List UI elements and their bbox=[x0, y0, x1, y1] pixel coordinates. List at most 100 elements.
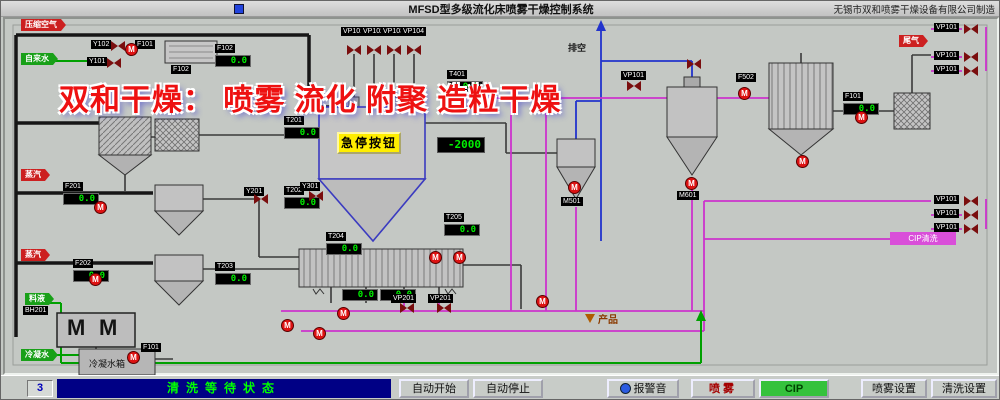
condensate-tank-label: 冷凝水箱 bbox=[89, 359, 126, 369]
pump-icon[interactable]: M bbox=[568, 181, 581, 194]
clean-settings-button[interactable]: 清洗设置 bbox=[931, 379, 997, 398]
pump-icon[interactable]: M bbox=[855, 111, 868, 124]
vent-label: 排空 bbox=[568, 43, 587, 53]
valve-icon[interactable] bbox=[309, 191, 323, 201]
tag-label: T202 bbox=[284, 186, 304, 195]
cip-button[interactable]: CIP bbox=[759, 379, 829, 398]
valve-icon[interactable] bbox=[407, 45, 421, 55]
value-display-F102: F102 0.0 bbox=[215, 37, 251, 67]
value-display: 0.0 bbox=[342, 289, 378, 301]
pump-icon[interactable]: M bbox=[536, 295, 549, 308]
tag-label-VP101: VP101 bbox=[934, 51, 960, 60]
auto-start-button[interactable]: 自动开始 bbox=[399, 379, 469, 398]
manufacturer-label: 无锡市双和喷雾干燥设备有限公司制造 bbox=[833, 4, 995, 16]
tag-label-Y201: Y201 bbox=[244, 187, 265, 196]
tag-label-VP101: VP101 bbox=[934, 195, 960, 204]
valve-icon[interactable] bbox=[964, 66, 978, 76]
value-readout: 0.0 bbox=[284, 127, 320, 139]
titlebar: MFSD型多级流化床喷雾干燥控制系统 无锡市双和喷雾干燥设备有限公司制造 bbox=[1, 1, 999, 17]
pump-icon[interactable]: M bbox=[685, 177, 698, 190]
valve-icon[interactable] bbox=[367, 45, 381, 55]
valve-icon[interactable] bbox=[437, 303, 451, 313]
pump-icon[interactable]: M bbox=[313, 327, 326, 340]
pump-icon[interactable]: M bbox=[94, 201, 107, 214]
tag-label-VP102: VP102 bbox=[361, 27, 387, 36]
flow-arrow-icon bbox=[45, 249, 50, 261]
tag-label-VP103: VP103 bbox=[381, 27, 407, 36]
tag-label-VP201: VP201 bbox=[391, 294, 417, 303]
tag-label-VP101: VP101 bbox=[621, 71, 647, 80]
tag-label-F101: F101 bbox=[135, 40, 155, 49]
value-display-T201: T201 0.0 bbox=[284, 109, 320, 139]
spray-settings-button[interactable]: 喷雾设置 bbox=[861, 379, 927, 398]
pump-icon[interactable]: M bbox=[337, 307, 350, 320]
spray-button[interactable]: 喷雾 bbox=[691, 379, 755, 398]
flow-arrow-icon bbox=[45, 169, 50, 181]
status-bar: 清洗等待状态 bbox=[57, 379, 391, 398]
tag-label: F202 bbox=[73, 259, 93, 268]
pump-icon[interactable]: M bbox=[127, 351, 140, 364]
window-title: MFSD型多级流化床喷雾干燥控制系统 bbox=[408, 3, 594, 16]
value-readout: 0.0 bbox=[63, 193, 99, 205]
process-diagram-graphics bbox=[12, 20, 988, 375]
auto-stop-button[interactable]: 自动停止 bbox=[473, 379, 543, 398]
valve-icon[interactable] bbox=[964, 24, 978, 34]
pump-icon[interactable]: M bbox=[89, 273, 102, 286]
flow-arrow-icon bbox=[61, 19, 66, 31]
valve-icon[interactable] bbox=[687, 59, 701, 69]
valve-icon[interactable] bbox=[347, 45, 361, 55]
valve-icon[interactable] bbox=[964, 224, 978, 234]
flow-tag-尾气: 尾气 bbox=[899, 35, 928, 47]
flow-arrow-icon bbox=[53, 349, 58, 361]
tag-label: F101 bbox=[843, 92, 863, 101]
pump-icon[interactable]: M bbox=[429, 251, 442, 264]
tag-label: F102 bbox=[215, 44, 235, 53]
value-readout: 0.0 bbox=[215, 55, 251, 67]
valve-icon[interactable] bbox=[254, 194, 268, 204]
pump-icon[interactable]: M bbox=[453, 251, 466, 264]
pump-icon[interactable]: M bbox=[738, 87, 751, 100]
pump-icon[interactable]: M bbox=[125, 43, 138, 56]
alarm-label: 报警音 bbox=[633, 382, 667, 395]
tag-label-Y102: Y102 bbox=[91, 40, 112, 49]
page-indicator[interactable]: 3 bbox=[27, 380, 53, 397]
tag-label-M501: M501 bbox=[561, 197, 583, 206]
tag-label-F502: F502 bbox=[736, 73, 756, 82]
tag-label: T205 bbox=[444, 213, 464, 222]
tag-label: T201 bbox=[284, 116, 304, 125]
heater-box bbox=[154, 118, 200, 152]
valve-icon[interactable] bbox=[400, 303, 414, 313]
valve-icon[interactable] bbox=[964, 196, 978, 206]
emergency-stop-button[interactable]: 急停按钮 bbox=[337, 132, 401, 154]
pump-icon[interactable]: M bbox=[796, 155, 809, 168]
hopper bbox=[666, 76, 718, 176]
valve-icon[interactable] bbox=[111, 41, 125, 51]
air-heater bbox=[164, 40, 218, 64]
tag-label-F102: F102 bbox=[171, 65, 191, 74]
vent-piping bbox=[575, 20, 693, 241]
valve-icon[interactable] bbox=[387, 45, 401, 55]
weight-display: -2000 bbox=[437, 137, 485, 153]
flow-tag-蒸汽: 蒸汽 bbox=[21, 249, 50, 261]
flow-tag-自来水: 自来水 bbox=[21, 53, 58, 65]
alarm-mute-button[interactable]: 报警音 bbox=[607, 379, 679, 398]
pump-icon[interactable]: M bbox=[281, 319, 294, 332]
tag-label-VP201: VP201 bbox=[428, 294, 454, 303]
flow-arrow-icon bbox=[49, 293, 54, 305]
tag-label-Y301: Y301 bbox=[300, 182, 321, 191]
valve-icon[interactable] bbox=[964, 52, 978, 62]
condensate-unit bbox=[56, 312, 156, 375]
valve-icon[interactable] bbox=[964, 210, 978, 220]
valve-icon[interactable] bbox=[627, 81, 641, 91]
valve-icon[interactable] bbox=[107, 58, 121, 68]
flow-tag-冷凝水: 冷凝水 bbox=[21, 349, 58, 361]
tag-label-VP104: VP104 bbox=[401, 27, 427, 36]
cip-flag-label: CIP清洗 bbox=[890, 232, 956, 245]
